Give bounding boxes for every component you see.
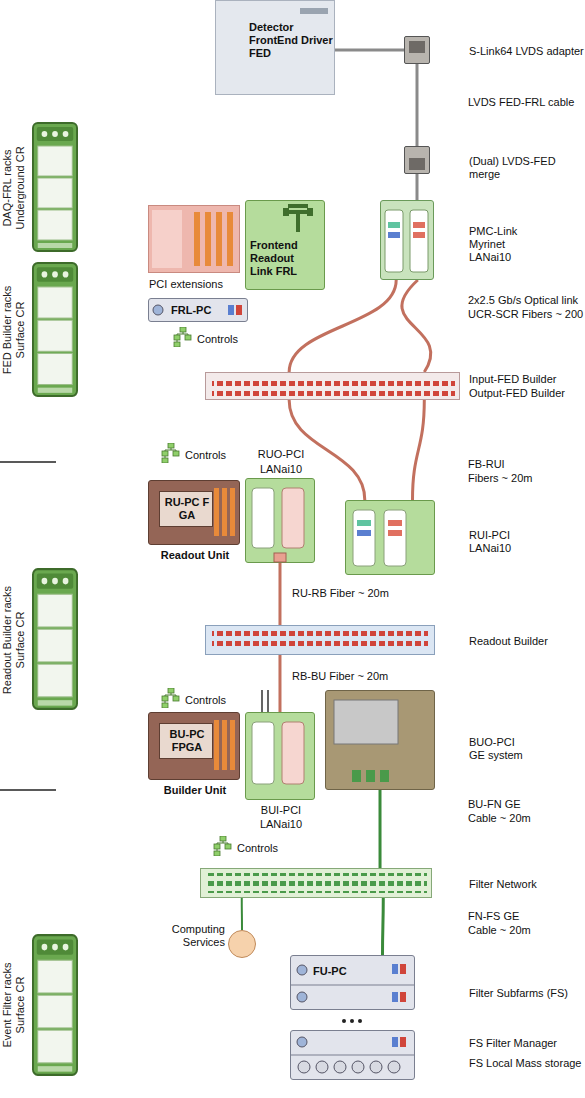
cable-connector [278, 655, 281, 712]
annotation: FN-FS GE [468, 910, 519, 923]
rack-label: Readout Builder racks Surface CR [1, 580, 27, 700]
node-text: FU-PC [313, 965, 373, 978]
edge-label: RU-RB Fiber ~ 20m [290, 587, 391, 600]
annotation: Fibers ~ 20m [468, 472, 533, 485]
annotation: BU-FN GE [468, 798, 521, 811]
node-text: BU-PC FPGA [164, 728, 210, 754]
cable-connector [379, 790, 382, 868]
annotation: Controls [185, 694, 226, 707]
node-text: Output-FED Builder [469, 387, 584, 400]
cable-connector [278, 563, 281, 625]
annotation: Cable ~ 20m [468, 924, 531, 937]
annotation: Controls [237, 842, 278, 855]
node-text: FS Filter Manager [469, 1037, 584, 1050]
annotation: Controls [197, 333, 238, 346]
rack-label: DAQ-FRL racks Underground CR [1, 128, 27, 248]
node-text: (Dual) LVDS-FED merge [469, 155, 584, 181]
pc-box: BU-PC FPGA [159, 723, 213, 759]
node-text: PCI extensions [149, 278, 259, 291]
node-text: Input-FED Builder [469, 373, 584, 386]
node-text: Builder Unit [149, 784, 241, 797]
node-text: RUI-PCI LANai10 [469, 529, 524, 555]
node-text: FRL-PC [171, 304, 227, 317]
annotation: UCR-SCR Fibers ~ 200 [468, 308, 583, 321]
annotation: 2x2.5 Gb/s Optical link [468, 294, 578, 307]
node-text: RUO-PCI [241, 448, 321, 461]
cable-connector [241, 898, 243, 930]
cable-connector [413, 400, 425, 500]
pc-box: RU-PC F GA [159, 491, 213, 527]
node-text: Frontend Readout Link FRL [250, 239, 302, 278]
annotation: LVDS FED-FRL cable [468, 96, 574, 109]
node-text: LANai10 [241, 463, 321, 476]
node-text: Filter Network [469, 878, 584, 891]
node-text: Detector FrontEnd Driver FED [249, 21, 333, 60]
annotation: Cable ~ 20m [468, 812, 531, 825]
cable-connector [289, 280, 396, 372]
node-text: S-Link64 LVDS adapter [469, 45, 584, 58]
rack-label: Event Filter racks Surface CR [1, 945, 27, 1065]
node-text: Filter Subfarms (FS) [469, 987, 584, 1000]
node-text: PMC-Link Myrinet LANai10 [469, 225, 524, 264]
fed-card: Detector FrontEnd Driver FED [215, 0, 335, 95]
node-text: Readout Builder [469, 635, 584, 648]
annotation: FB-RUI [468, 458, 505, 471]
node-text: BUO-PCI GE system [469, 736, 531, 762]
node-text: Computing Services [147, 923, 225, 949]
cable-connector [381, 898, 385, 955]
node-text: BUI-PCI [241, 804, 321, 817]
node-text: Readout Unit [149, 549, 241, 562]
rack-label: FED Builder racks Surface CR [1, 270, 27, 390]
node-text: LANai10 [241, 818, 321, 831]
cable-connector [402, 280, 431, 372]
cable-connector [416, 64, 419, 146]
node-text: FS Local Mass storage [469, 1057, 584, 1070]
annotation: Controls [185, 449, 226, 462]
edge-label: RB-BU Fiber ~ 20m [290, 670, 390, 683]
cable-connector [415, 174, 418, 200]
node-text: RU-PC F GA [164, 496, 210, 522]
service-circle: Computing Services [228, 930, 256, 958]
